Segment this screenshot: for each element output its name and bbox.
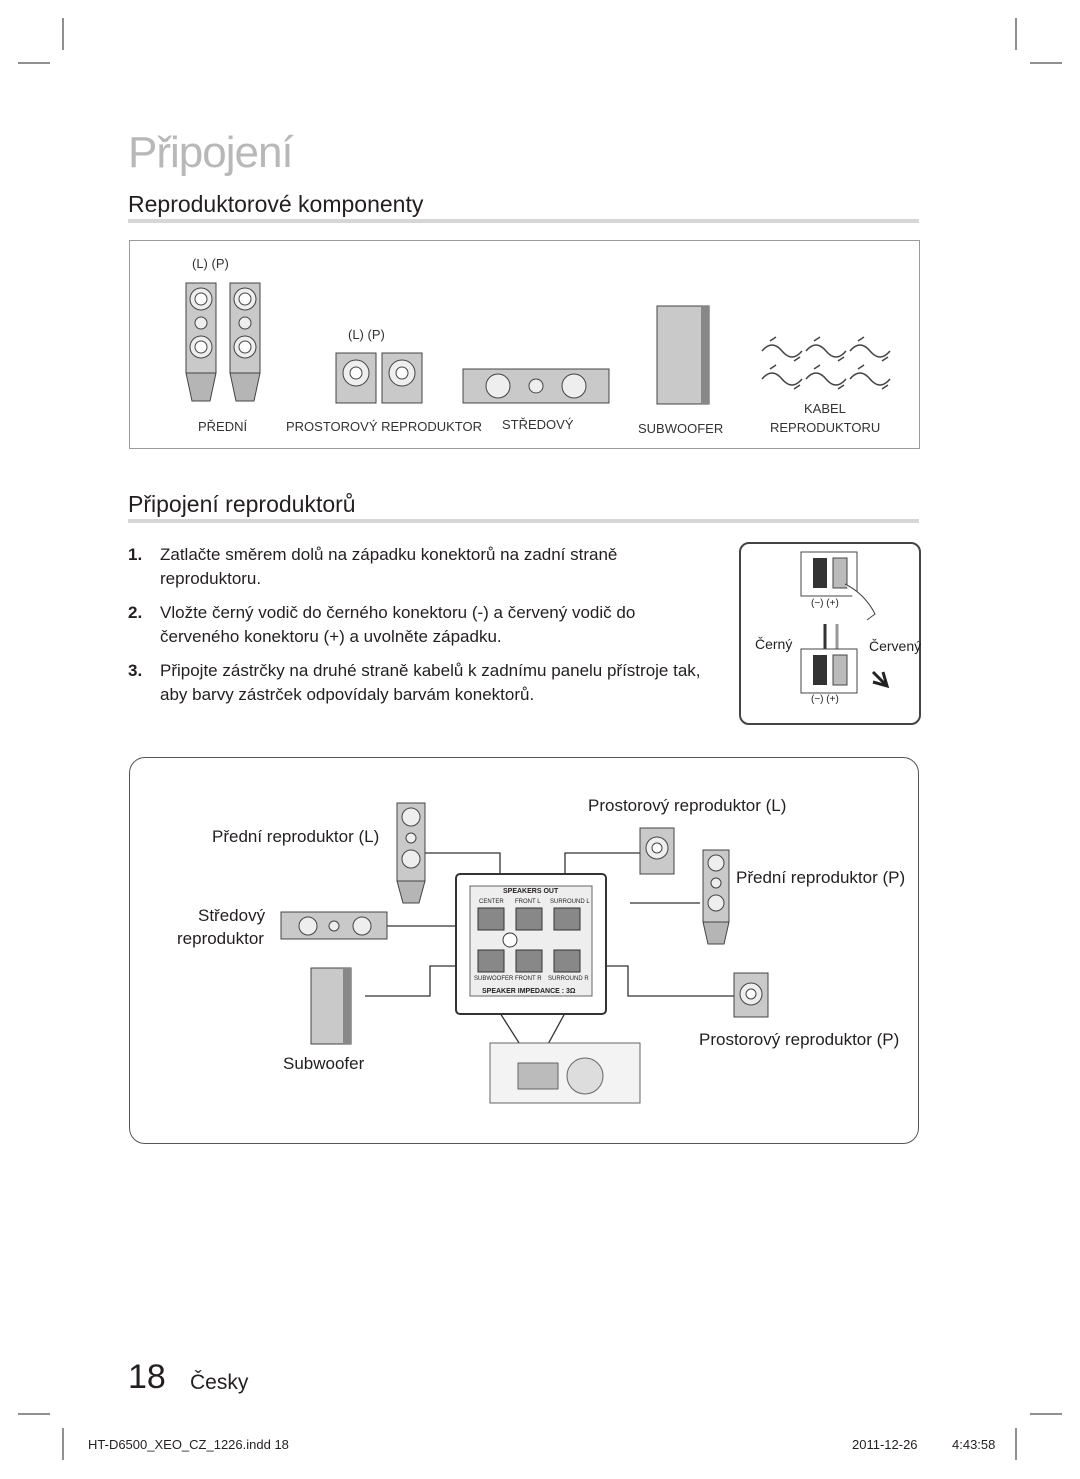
front-left-label: Přední reproduktor (L) bbox=[212, 827, 380, 846]
front-right-label: Přední reproduktor (P) bbox=[736, 868, 906, 887]
panel-label: SURROUND R bbox=[548, 976, 589, 982]
subwoofer-label: Subwoofer bbox=[283, 1054, 365, 1073]
panel-label: FRONT L bbox=[515, 899, 541, 905]
panel-label: CENTER bbox=[479, 899, 504, 905]
connection-diagram-illustration bbox=[280, 802, 769, 1104]
file-name: HT-D6500_XEO_CZ_1226.indd 18 bbox=[88, 1437, 289, 1452]
polarity-label-bottom: (−) (+) bbox=[811, 694, 839, 705]
center-speaker-icon bbox=[462, 368, 610, 404]
center-label-line1: Středový bbox=[198, 906, 266, 925]
lp-label-surround: (L) (P) bbox=[348, 327, 385, 342]
surround-left-label: Prostorový reproduktor (L) bbox=[588, 796, 787, 815]
center-speaker-icon bbox=[280, 911, 388, 940]
step-item: 3. Připojte zástrčky na druhé straně kab… bbox=[128, 661, 701, 704]
lp-label-front: (L) (P) bbox=[192, 256, 229, 271]
components-panel: (L) (P) (L) (P) PŘEDNÍ PROSTOROVÝ REPROD… bbox=[129, 240, 920, 449]
section-heading-connection: Připojení reproduktorů bbox=[128, 491, 356, 517]
surround-right-speaker-icon bbox=[733, 972, 769, 1018]
connector-terminal-illustration bbox=[800, 551, 890, 694]
polarity-label-top: (−) (+) bbox=[811, 598, 839, 609]
label-cable-line2: REPRODUKTORU bbox=[770, 420, 881, 435]
label-surround: PROSTOROVÝ REPRODUKTOR bbox=[286, 419, 482, 434]
steps-list: 1. Zatlačte směrem dolů na západku konek… bbox=[128, 543, 708, 717]
label-center: STŘEDOVÝ bbox=[502, 417, 574, 432]
panel-label: SURROUND L bbox=[550, 899, 590, 905]
surround-left-speaker-icon bbox=[639, 827, 675, 875]
page-title: Připojení bbox=[128, 128, 294, 177]
language-label: Česky bbox=[190, 1371, 249, 1394]
surround-speakers-icon bbox=[335, 352, 423, 404]
receiver-rear-panel-icon bbox=[489, 1042, 641, 1104]
print-date: 2011-12-26 bbox=[852, 1437, 918, 1452]
heading-rule bbox=[128, 519, 919, 523]
center-label-line2: reproduktor bbox=[177, 929, 264, 948]
connection-diagram: SPEAKERS OUT CENTER FRONT L SURROUND L S… bbox=[129, 757, 919, 1144]
step-item: 1. Zatlačte směrem dolů na západku konek… bbox=[128, 545, 618, 588]
page-number: 18 bbox=[128, 1358, 166, 1396]
surround-right-label: Prostorový reproduktor (P) bbox=[699, 1030, 900, 1049]
section-heading-components: Reproduktorové komponenty bbox=[128, 191, 424, 217]
print-time: 4:43:58 bbox=[952, 1437, 996, 1452]
front-speakers-icon bbox=[185, 282, 261, 402]
label-front: PŘEDNÍ bbox=[198, 419, 248, 434]
subwoofer-icon bbox=[310, 967, 352, 1045]
speakers-out-panel bbox=[455, 873, 607, 1015]
panel-label: SUBWOOFER bbox=[474, 976, 514, 982]
subwoofer-icon bbox=[656, 305, 710, 405]
step-item: 2. Vložte černý vodič do černého konekto… bbox=[128, 603, 636, 646]
heading-rule bbox=[128, 219, 919, 223]
panel-impedance: SPEAKER IMPEDANCE : 3Ω bbox=[482, 988, 576, 995]
label-subwoofer: SUBWOOFER bbox=[638, 421, 724, 436]
label-cable-line1: KABEL bbox=[804, 401, 846, 416]
panel-header: SPEAKERS OUT bbox=[503, 888, 559, 895]
speaker-cable-icon bbox=[761, 336, 891, 390]
panel-label: FRONT R bbox=[515, 976, 542, 982]
connector-inset: (−) (+) (−) (+) Černý Červený bbox=[739, 542, 921, 725]
front-left-speaker-icon bbox=[396, 802, 426, 904]
components-illustration bbox=[185, 282, 891, 405]
red-wire-label: Červený bbox=[869, 638, 922, 654]
black-wire-label: Černý bbox=[755, 636, 793, 652]
front-right-speaker-icon bbox=[702, 849, 730, 945]
